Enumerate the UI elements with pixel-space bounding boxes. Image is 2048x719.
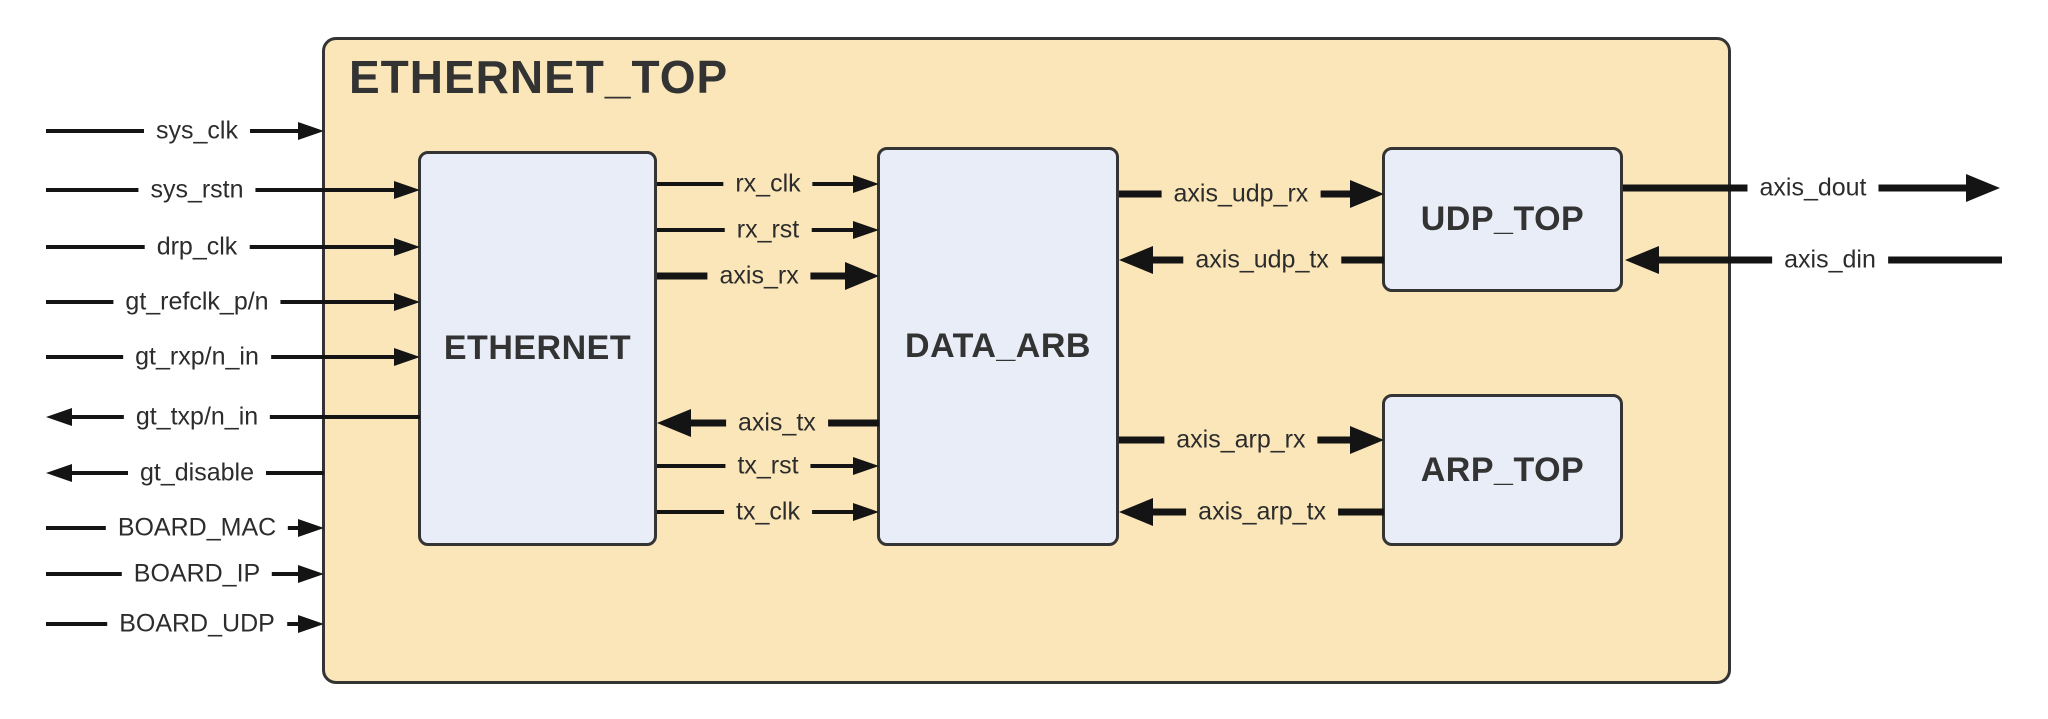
arrowhead-icon: [853, 175, 879, 193]
signal-axis-arp-tx: axis_arp_tx: [1119, 494, 1384, 530]
signal-label: rx_rst: [724, 213, 812, 247]
signal-sys-clk: sys_clk: [46, 113, 324, 149]
block-data-arb: DATA_ARB: [877, 147, 1119, 546]
signal-board-udp: BOARD_UDP: [46, 606, 324, 642]
signal-label: gt_txp/n_in: [123, 400, 271, 434]
signal-board-ip: BOARD_IP: [46, 556, 324, 592]
arrowhead-icon: [394, 181, 420, 199]
block-data-arb-label: DATA_ARB: [905, 327, 1091, 365]
signal-label: gt_disable: [128, 456, 266, 490]
signal-label: gt_refclk_p/n: [113, 285, 281, 319]
block-arp-top-label: ARP_TOP: [1420, 450, 1585, 489]
signal-tx-rst: tx_rst: [657, 448, 879, 484]
block-udp-top-label: UDP_TOP: [1420, 200, 1585, 238]
arrowhead-icon: [1350, 180, 1384, 208]
signal-axis-tx: axis_tx: [657, 405, 879, 441]
arrowhead-icon: [1119, 246, 1153, 274]
arrowhead-icon: [298, 519, 324, 537]
block-ethernet-label: ETHERNET: [443, 329, 632, 367]
signal-gt-rxp-n-in: gt_rxp/n_in: [46, 339, 420, 375]
signal-label: BOARD_MAC: [105, 511, 289, 545]
arrowhead-icon: [1119, 498, 1153, 526]
signal-rx-clk: rx_clk: [657, 166, 879, 202]
arrowhead-icon: [853, 503, 879, 521]
signal-label: tx_clk: [724, 495, 812, 529]
block-ethernet: ETHERNET: [418, 151, 657, 546]
signal-rx-rst: rx_rst: [657, 212, 879, 248]
arrowhead-icon: [46, 408, 72, 426]
signal-gt-txp-n-in: gt_txp/n_in: [46, 399, 420, 435]
signal-axis-arp-rx: axis_arp_rx: [1119, 422, 1384, 458]
signal-label: gt_rxp/n_in: [123, 340, 271, 374]
signal-gt-refclk-p-n: gt_refclk_p/n: [46, 284, 420, 320]
signal-label: axis_tx: [725, 406, 828, 440]
signal-sys-rstn: sys_rstn: [46, 172, 420, 208]
signal-label: BOARD_UDP: [107, 607, 287, 641]
arrowhead-icon: [657, 409, 691, 437]
arrowhead-icon: [394, 293, 420, 311]
signal-label: sys_rstn: [138, 173, 256, 207]
arrowhead-icon: [298, 615, 324, 633]
signal-label: axis_dout: [1747, 171, 1879, 205]
signal-label: sys_clk: [144, 114, 250, 148]
arrowhead-icon: [853, 221, 879, 239]
signal-axis-dout: axis_dout: [1623, 170, 2000, 206]
arrowhead-icon: [394, 238, 420, 256]
arrowhead-icon: [1966, 174, 2000, 202]
arrowhead-icon: [298, 565, 324, 583]
signal-label: axis_arp_tx: [1186, 495, 1339, 529]
signal-axis-udp-tx: axis_udp_tx: [1119, 242, 1384, 278]
signal-axis-udp-rx: axis_udp_rx: [1119, 176, 1384, 212]
signal-axis-rx: axis_rx: [657, 258, 879, 294]
signal-label: axis_udp_tx: [1183, 243, 1341, 277]
block-arp-top: ARP_TOP: [1382, 394, 1623, 546]
signal-label: axis_din: [1772, 243, 1888, 277]
container-title: ETHERNET_TOP: [349, 51, 729, 103]
signal-label: axis_rx: [707, 259, 811, 293]
arrowhead-icon: [845, 262, 879, 290]
signal-label: axis_arp_rx: [1164, 423, 1318, 457]
signal-tx-clk: tx_clk: [657, 494, 879, 530]
signal-label: tx_rst: [725, 449, 811, 483]
signal-label: axis_udp_rx: [1161, 177, 1321, 211]
arrowhead-icon: [394, 348, 420, 366]
arrowhead-icon: [46, 464, 72, 482]
arrowhead-icon: [1350, 426, 1384, 454]
block-udp-top: UDP_TOP: [1382, 147, 1623, 292]
signal-label: drp_clk: [144, 230, 250, 264]
arrowhead-icon: [298, 122, 324, 140]
arrowhead-icon: [853, 457, 879, 475]
signal-drp-clk: drp_clk: [46, 229, 420, 265]
signal-gt-disable: gt_disable: [46, 455, 324, 491]
signal-label: rx_clk: [723, 167, 813, 201]
signal-label: BOARD_IP: [121, 557, 273, 591]
signal-board-mac: BOARD_MAC: [46, 510, 324, 546]
arrowhead-icon: [1625, 246, 1659, 274]
signal-axis-din: axis_din: [1625, 242, 2002, 278]
